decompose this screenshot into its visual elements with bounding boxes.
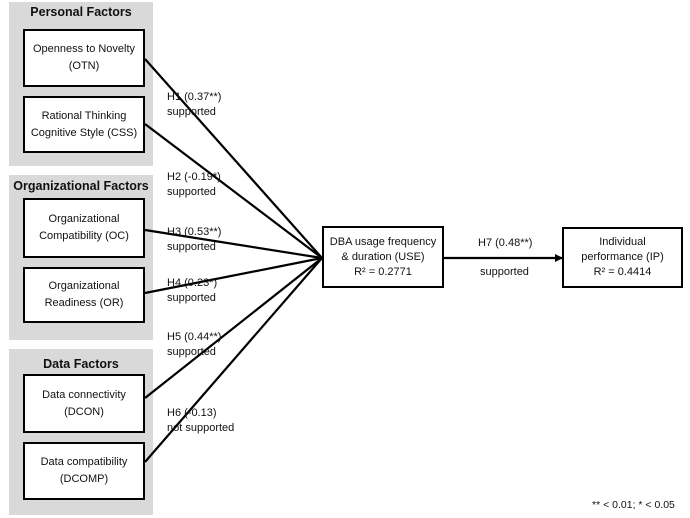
h5-label: H5 (0.44**)	[167, 331, 222, 343]
h4-label: H4 (0.23*)	[167, 277, 218, 289]
group-data-title: Data Factors	[43, 357, 119, 371]
significance-footnote: ** < 0.01; * < 0.05	[592, 499, 675, 511]
path-h1	[144, 58, 323, 259]
h3-status: supported	[167, 241, 216, 253]
oc-line2: Compatibility (OC)	[39, 230, 129, 242]
label-h5: H5 (0.44**) supported	[167, 330, 221, 360]
path-h4	[144, 256, 323, 295]
box-ip: Individual performance (IP) R² = 0.4414	[562, 227, 683, 288]
css-line1: Rational Thinking	[41, 109, 127, 122]
ip-line1: Individual	[599, 236, 646, 248]
oc-line1: Organizational	[48, 213, 120, 225]
dcon-line2: (DCON)	[64, 405, 104, 418]
or-line2: Readiness (OR)	[44, 297, 124, 309]
label-h3: H3 (0.53**) supported	[167, 225, 221, 255]
group-organizational-title: Organizational Factors	[13, 179, 149, 193]
dcomp-line2: (DCOMP)	[59, 473, 109, 485]
h3-label: H3 (0.53**)	[167, 226, 222, 238]
use-r-squared: R² = 0.2771	[354, 265, 412, 278]
box-oc: Organizational Compatibility (OC)	[23, 198, 145, 258]
group-personal-title: Personal Factors	[30, 5, 132, 19]
h6-label: H6 (-0.13)	[167, 407, 217, 419]
css-line2: Cognitive Style (CSS)	[30, 126, 138, 139]
h6-status: not supported	[167, 422, 235, 434]
path-h2	[144, 123, 323, 259]
h4-status: supported	[167, 292, 216, 304]
h1-label: H1 (0.37**)	[167, 91, 222, 103]
ip-line2: performance (IP)	[581, 251, 664, 263]
label-h1: H1 (0.37**) supported	[167, 90, 221, 120]
h2-status: supported	[167, 186, 216, 198]
box-or: Organizational Readiness (OR)	[23, 267, 145, 323]
or-line1: Organizational	[48, 280, 120, 292]
use-line1: DBA usage frequency	[329, 235, 437, 248]
path-h5	[144, 257, 323, 399]
ip-r-squared: R² = 0.4414	[593, 266, 652, 278]
path-h6	[144, 257, 323, 463]
h5-status: supported	[167, 346, 216, 358]
box-use: DBA usage frequency & duration (USE) R² …	[322, 226, 444, 288]
otn-line2: (OTN)	[68, 60, 100, 72]
use-line2: & duration (USE)	[341, 250, 425, 263]
label-h7-status: supported	[480, 266, 529, 278]
label-h2: H2 (-0.19*) supported	[167, 170, 221, 200]
box-dcon: Data connectivity (DCON)	[23, 374, 145, 433]
dcomp-line1: Data compatibility	[40, 456, 128, 468]
box-dcomp: Data compatibility (DCOMP)	[23, 442, 145, 500]
label-h4: H4 (0.23*) supported	[167, 276, 217, 306]
dcon-line1: Data connectivity	[42, 388, 126, 401]
otn-line1: Openness to Novelty	[32, 43, 136, 55]
box-otn: Openness to Novelty (OTN)	[23, 29, 145, 87]
h1-status: supported	[167, 106, 216, 118]
box-css: Rational Thinking Cognitive Style (CSS)	[23, 96, 145, 153]
path-h3	[144, 228, 323, 260]
label-h6: H6 (-0.13) not supported	[167, 406, 234, 436]
h2-label: H2 (-0.19*)	[167, 171, 221, 183]
label-h7-coefficient: H7 (0.48**)	[478, 237, 533, 249]
